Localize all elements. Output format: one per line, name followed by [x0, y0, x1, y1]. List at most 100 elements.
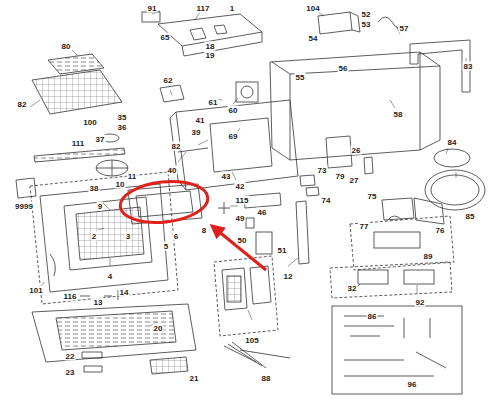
- callout-number: 105: [244, 336, 259, 345]
- callout-number: 2: [91, 232, 97, 241]
- callout-number: 77: [359, 222, 370, 231]
- highlight-circle: [118, 178, 210, 227]
- callout-number: 96: [407, 380, 418, 389]
- hood-lamp-group: [330, 262, 452, 298]
- parts-bag-box: [332, 306, 462, 394]
- callout-number: 74: [321, 196, 332, 205]
- callout-number: 37: [95, 135, 106, 144]
- callout-number: 117: [196, 4, 211, 13]
- callout-number: 75: [367, 192, 378, 201]
- callout-number: 14: [119, 288, 130, 297]
- callout-number: 1: [229, 4, 235, 13]
- waveguide: [178, 148, 208, 152]
- control-panel: [222, 266, 271, 310]
- light-bulb: [82, 352, 102, 372]
- callout-number: 41: [195, 116, 206, 125]
- light-cover: [160, 85, 184, 102]
- transformer: [382, 198, 444, 224]
- callout-number: 26: [351, 146, 362, 155]
- keypad: [227, 276, 241, 302]
- callout-number: 88: [261, 374, 272, 383]
- capacitor: [256, 232, 272, 254]
- vent-damper: [142, 12, 160, 22]
- callout-number: 92: [415, 298, 426, 307]
- callout-number: 9: [97, 202, 103, 211]
- lamp-housing: [358, 270, 388, 284]
- door-frame: [128, 184, 202, 224]
- callout-number: 10: [115, 180, 126, 189]
- light-lens: [150, 357, 188, 374]
- turntable-rim: [431, 175, 479, 205]
- callout-number: 23: [65, 368, 76, 377]
- callout-number: 18: [205, 42, 216, 51]
- outer-wrapper: [270, 52, 440, 160]
- callout-number: 57: [399, 24, 410, 33]
- callout-number: 3: [125, 232, 131, 241]
- leader-line: [30, 11, 466, 326]
- callout-number: 43: [221, 172, 232, 181]
- callout-number: 62: [163, 76, 174, 85]
- callout-number: 4: [107, 272, 113, 281]
- callout-number: 61: [208, 98, 219, 107]
- stirrer-cross: [96, 160, 128, 176]
- callout-number: 55: [295, 73, 306, 82]
- hinge-bracket: [296, 201, 309, 264]
- callout-number: 32: [347, 284, 358, 293]
- fan-hub: [241, 86, 253, 98]
- callout-number: 13: [93, 298, 104, 307]
- magnetron: [374, 232, 420, 248]
- door-handle: [50, 254, 55, 276]
- manual: [16, 178, 36, 198]
- latch-bracket: [364, 157, 373, 174]
- callout-number: 100: [82, 118, 97, 127]
- callout-number: 9999: [14, 202, 34, 211]
- callout-number: 53: [361, 20, 372, 29]
- base-outline: [350, 216, 454, 270]
- callout-number: 11: [127, 172, 137, 181]
- callout-number: 8: [201, 226, 207, 235]
- callout-number: 5: [163, 242, 169, 251]
- fuse: [246, 218, 254, 228]
- callout-number: 50: [237, 236, 248, 245]
- callout-number: 82: [17, 100, 28, 109]
- callout-number: 27: [349, 176, 360, 185]
- callout-number: 79: [335, 172, 346, 181]
- highlight-arrow: [212, 226, 266, 270]
- wire-harness: [224, 342, 290, 368]
- callout-number: 82: [171, 142, 182, 151]
- callout-number: 51: [277, 246, 288, 255]
- callout-number: 39: [191, 128, 202, 137]
- callout-number: 80: [61, 42, 72, 51]
- roller-ring: [434, 149, 470, 167]
- callout-number: 60: [228, 106, 239, 115]
- callout-number: 101: [28, 286, 43, 295]
- callout-number: 111: [71, 139, 85, 148]
- callout-number: 115: [235, 196, 250, 205]
- callout-number: 40: [167, 166, 178, 175]
- bottom-plate: [32, 304, 196, 362]
- bottom-grille: [56, 311, 176, 350]
- hardware-kit: [344, 316, 446, 376]
- callout-number: 36: [117, 123, 128, 132]
- callout-number: 22: [65, 352, 76, 361]
- callout-number: 12: [283, 272, 294, 281]
- oven-rack: [32, 70, 122, 114]
- control-board: [326, 136, 352, 168]
- callout-number: 42: [235, 182, 246, 191]
- callout-number: 20: [153, 324, 164, 333]
- callout-number: 56: [338, 64, 349, 73]
- callout-number: 54: [308, 34, 319, 43]
- door-screen: [76, 207, 144, 260]
- callout-number: 116: [63, 292, 78, 301]
- door-panel: [40, 184, 168, 292]
- panel-outline: [214, 256, 278, 336]
- callout-number: 89: [423, 252, 434, 261]
- callout-number: 65: [160, 33, 171, 42]
- callout-number: 52: [361, 10, 372, 19]
- thermal-box: [318, 12, 360, 34]
- callout-number: 83: [463, 62, 474, 71]
- callout-number: 76: [435, 226, 446, 235]
- lamp-housing: [404, 270, 434, 284]
- fan-motor: [236, 82, 258, 102]
